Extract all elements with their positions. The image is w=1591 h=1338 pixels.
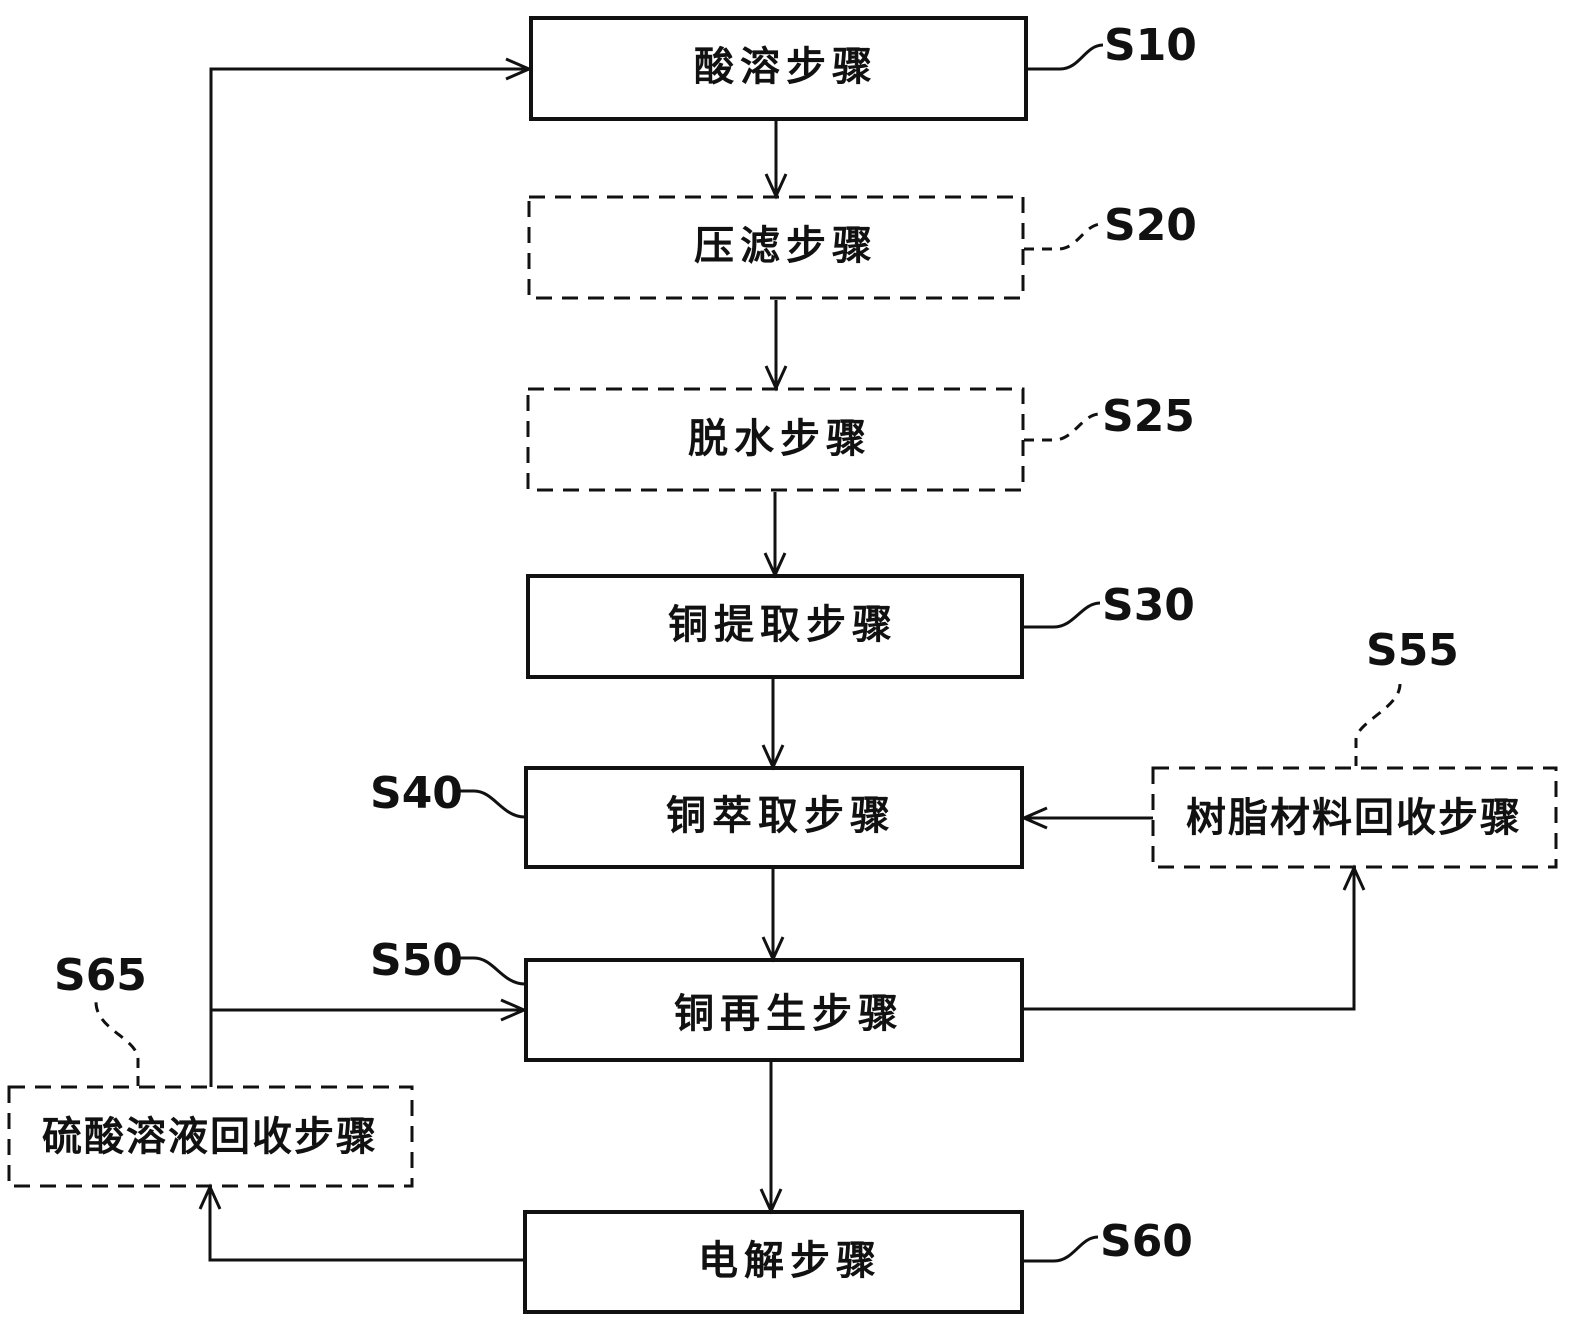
step-s60-box — [523, 1210, 1024, 1314]
step-s65-label: 硫酸溶液回收步骤 — [42, 1113, 378, 1160]
step-s25: 脱水步骤 — [526, 387, 1025, 492]
step-s55-label: 树脂材料回收步骤 — [1186, 794, 1522, 841]
step-s30-label: 铜提取步骤 — [668, 601, 898, 648]
ref-s65-label: S65 — [54, 950, 147, 1001]
ref-s65: S65 — [54, 950, 147, 1086]
step-s60: 电解步骤 — [523, 1210, 1024, 1314]
step-s20-box — [527, 195, 1025, 300]
step-s20-label: 压滤步骤 — [694, 222, 878, 269]
step-s50: 铜再生步骤 — [524, 958, 1024, 1062]
step-s30: 铜提取步骤 — [526, 574, 1024, 679]
step-s20: 压滤步骤 — [527, 195, 1025, 300]
arrow-s60-to-s65 — [198, 1183, 525, 1262]
arrow-s65-to-s50 — [211, 998, 528, 1022]
ref-s55-label: S55 — [1366, 625, 1459, 676]
ref-s25: S25 — [1024, 391, 1195, 442]
step-s55: 树脂材料回收步骤 — [1151, 766, 1558, 869]
step-s55-box — [1151, 766, 1558, 869]
arrow-s55-to-s40 — [1020, 806, 1153, 830]
step-s40-label: 铜萃取步骤 — [666, 792, 896, 839]
step-s10: 酸溶步骤 — [529, 16, 1028, 121]
ref-s60-label: S60 — [1100, 1216, 1193, 1267]
ref-s40-label: S40 — [370, 768, 463, 819]
step-s40-box — [524, 766, 1024, 869]
arrow-s25-to-s30 — [763, 492, 787, 579]
arrow-s40-to-s50 — [761, 869, 785, 963]
step-s65-box — [7, 1085, 414, 1188]
step-s25-label: 脱水步骤 — [688, 415, 872, 462]
arrow-s10-to-s20 — [764, 121, 788, 200]
ref-s50: S50 — [370, 935, 526, 986]
step-s10-label: 酸溶步骤 — [694, 43, 878, 90]
step-s50-box — [524, 958, 1024, 1062]
ref-s30-label: S30 — [1102, 580, 1195, 631]
ref-s25-label: S25 — [1102, 391, 1195, 442]
step-s40: 铜萃取步骤 — [524, 766, 1024, 869]
ref-s10: S10 — [1027, 20, 1197, 71]
arrow-s20-to-s25 — [764, 300, 788, 392]
ref-s10-label: S10 — [1104, 20, 1197, 71]
step-s50-label: 铜再生步骤 — [674, 990, 904, 1037]
arrow-s30-to-s40 — [761, 679, 785, 771]
ref-s50-label: S50 — [370, 935, 463, 986]
ref-s40: S40 — [370, 768, 526, 819]
step-s65: 硫酸溶液回收步骤 — [7, 1085, 414, 1188]
step-s60-label: 电解步骤 — [698, 1237, 882, 1284]
ref-s55: S55 — [1354, 625, 1459, 766]
arrow-s50-to-s55 — [1022, 864, 1366, 1011]
ref-s30: S30 — [1023, 580, 1195, 631]
step-s30-box — [526, 574, 1024, 679]
ref-s20-label: S20 — [1104, 200, 1197, 251]
ref-s20: S20 — [1024, 200, 1197, 251]
step-s10-box — [529, 16, 1028, 121]
arrow-s65-to-s10 — [209, 57, 533, 1087]
ref-s60: S60 — [1022, 1216, 1193, 1267]
arrow-s50-to-s60 — [759, 1062, 783, 1215]
